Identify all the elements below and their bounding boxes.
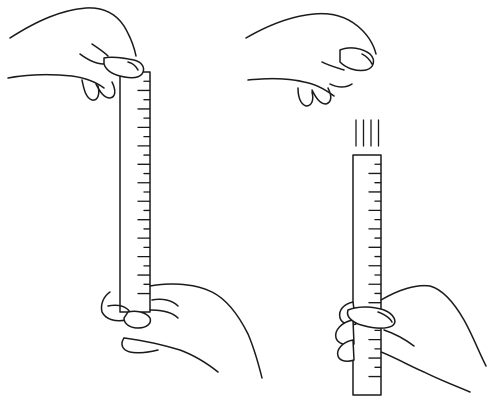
panel-right — [245, 12, 487, 396]
motion-lines — [355, 119, 380, 147]
ruler-left — [119, 71, 151, 313]
ruler-right — [352, 154, 382, 396]
hand-bottom-left-waiting — [100, 283, 263, 379]
hand-top-right-released — [245, 12, 377, 107]
hand-bottom-right-catching — [334, 284, 487, 393]
ruler-left-ticks — [137, 80, 151, 295]
panel-left — [7, 7, 263, 379]
hand-top-left-holding — [7, 7, 145, 101]
